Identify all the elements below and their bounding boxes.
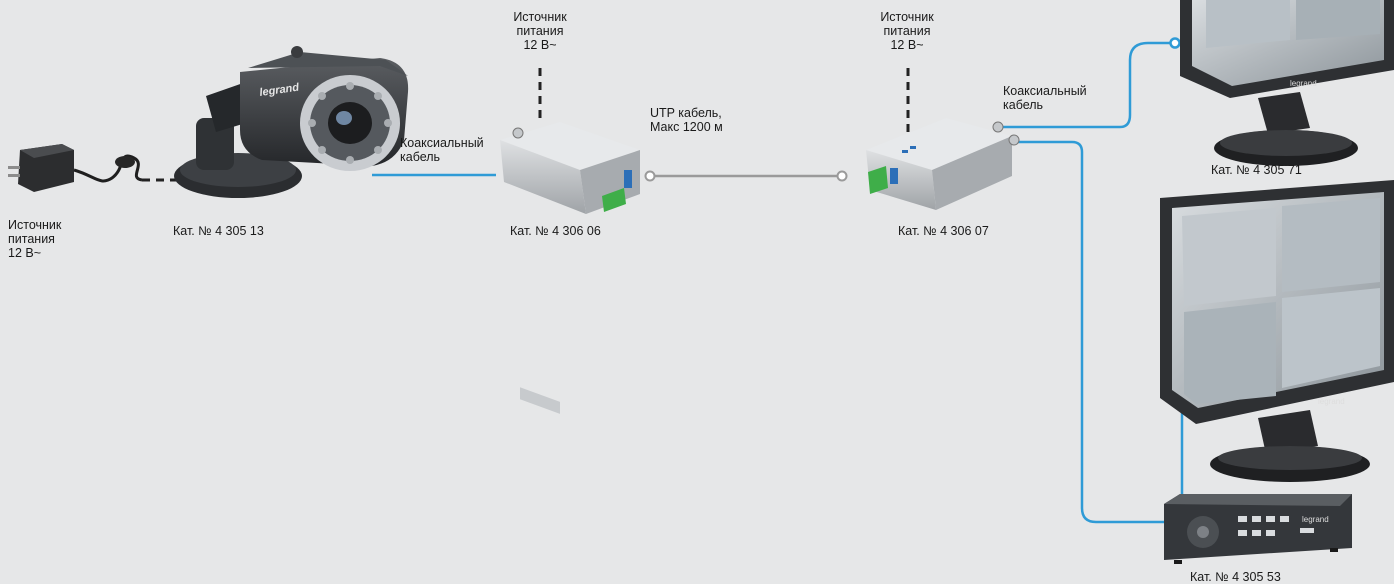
transmitter-catalog-label: Кат. № 4 306 06 xyxy=(510,224,601,238)
transmitter-icon xyxy=(500,122,640,414)
power-lines xyxy=(142,68,910,182)
utp-line xyxy=(644,170,848,182)
monitor-top-catalog-label: Кат. № 4 305 71 xyxy=(1211,163,1302,177)
utp-connector-left xyxy=(644,170,656,182)
monitor-top-icon: legrand xyxy=(1180,0,1394,166)
camera-catalog-label: Кат. № 4 305 13 xyxy=(173,224,264,238)
coax-monitor-top-line xyxy=(1000,41,1170,129)
dvr-icon: legrand xyxy=(1164,494,1352,564)
monitor-bottom-icon: legrand xyxy=(1160,180,1394,482)
coax-lines xyxy=(372,41,1184,524)
coax-monitor-label: Коаксиальный кабель xyxy=(1003,84,1087,112)
monitor-bottom-brand-logo: legrand xyxy=(1318,397,1345,406)
dvr-catalog-label: Кат. № 4 305 53 xyxy=(1190,570,1281,584)
power-adapter-icon xyxy=(8,144,143,192)
utp-connector-right xyxy=(836,170,848,182)
utp-cable-label: UTP кабель, Макс 1200 м xyxy=(650,106,723,134)
coax-camera-label: Коаксиальный кабель xyxy=(400,136,484,164)
receiver-catalog-label: Кат. № 4 306 07 xyxy=(898,224,989,238)
camera-brand-logo: legrand xyxy=(259,82,300,99)
receiver-icon xyxy=(866,118,1020,210)
receiver-power-label: Источник питания 12 В~ xyxy=(880,10,934,52)
camera-icon: legrand xyxy=(174,46,409,198)
coax-dvr-line xyxy=(1010,140,1168,524)
monitor-top-brand-logo: legrand xyxy=(1290,79,1317,88)
dvr-brand-logo: legrand xyxy=(1302,515,1329,524)
connector-monitor-top xyxy=(1169,37,1181,49)
adapter-power-label: Источник питания 12 В~ xyxy=(8,218,62,260)
transmitter-power-label: Источник питания 12 В~ xyxy=(513,10,567,52)
